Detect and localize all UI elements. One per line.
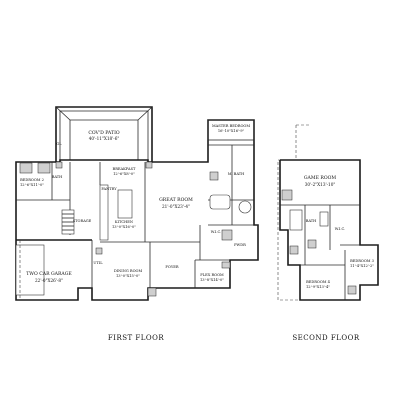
garage-name: TWO CAR GARAGE [26, 271, 72, 277]
second-floor-title: SECOND FLOOR [292, 334, 359, 342]
master-bedroom-dims: 16'-10"X16'-9" [218, 129, 245, 133]
second-floor-walls [279, 159, 379, 301]
dining-name: DINING ROOM [114, 269, 143, 273]
util-label: UTIL [93, 261, 103, 265]
second-floor-plan: GAME ROOM 30'-2"X13'-10" BATH W.I.C. BED… [277, 124, 379, 342]
patio-roof [55, 106, 153, 162]
kitchen-dims: 13'-0"X16'-0" [112, 225, 136, 229]
game-room-dims: 30'-2"X13'-10" [305, 182, 336, 187]
bedroom2-name: BEDROOM 2 [20, 178, 44, 182]
dining-dims: 13'-0"X15'-0" [116, 274, 140, 278]
foyer-name: FOYER [165, 265, 178, 269]
pwdr-label: PWDR [234, 243, 246, 247]
garage-dims: 22'-0"X26'-8" [35, 278, 63, 283]
wic-label-upstairs: W.I.C. [335, 227, 346, 231]
kitchen-name: KITCHEN [115, 220, 133, 224]
bedroom4-name: BEDROOM 4 [306, 280, 331, 284]
game-room-name: GAME ROOM [304, 175, 336, 181]
pantry-label: PANTRY [101, 187, 117, 191]
breakfast-dims: 12'-6"X8'-0" [113, 172, 135, 176]
first-floor-plan: COV'D PATIO 40'-11"X18'-6" GL MASTER BED… [15, 106, 259, 342]
great-room-dims: 21'-0"X23'-4" [162, 204, 190, 209]
patio-dims: 40'-11"X18'-6" [89, 136, 120, 141]
first-floor-walls [15, 119, 259, 301]
breakfast-name: BREAKFAST [113, 167, 136, 171]
first-floor-fixtures [15, 161, 252, 300]
storage-label: STORAGE [73, 219, 92, 223]
first-floor-title: FIRST FLOOR [108, 334, 165, 342]
second-floor-fixtures [281, 189, 357, 295]
master-bedroom-name: MASTER BEDROOM [212, 124, 250, 128]
bedroom3-dims: 11'-4"X12'-2" [350, 264, 374, 268]
flex-dims: 13'-8"X14'-0" [200, 278, 224, 282]
great-room-name: GREAT ROOM [159, 197, 193, 203]
gl-label: GL [56, 142, 62, 146]
bath-label-bed2: BATH [52, 175, 63, 179]
wic-label-master: W.I.C. [211, 230, 222, 234]
bedroom2-dims: 12'-6"X11'-0" [20, 183, 44, 187]
flex-name: FLEX ROOM [200, 273, 224, 277]
mbath-label: M. BATH [228, 172, 245, 176]
patio-name: COV'D PATIO [88, 130, 120, 136]
bath-label-upstairs: BATH [306, 219, 317, 223]
bedroom4-dims: 12'-9"X13'-4" [306, 285, 330, 289]
bedroom3-name: BEDROOM 3 [350, 259, 375, 263]
